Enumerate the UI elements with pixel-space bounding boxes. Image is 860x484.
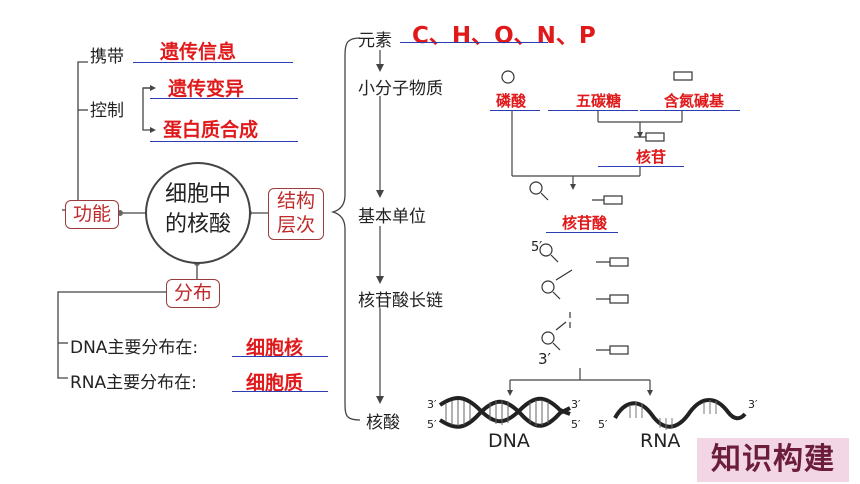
carry-underline <box>133 62 293 63</box>
rna-strand-icon <box>613 398 747 430</box>
distribution-box: 分布 <box>166 279 220 308</box>
dna-label: DNA <box>488 430 530 452</box>
rna-distribution-answer: 细胞质 <box>246 372 304 394</box>
chain-five-prime: 5′ <box>531 240 543 255</box>
rna-label: RNA <box>640 430 681 452</box>
nucleotide-underline <box>546 232 618 233</box>
knowledge-badge: 知识构建 <box>697 438 849 482</box>
center-line-1: 细胞中 <box>164 182 231 207</box>
center-line-2: 的核酸 <box>164 212 231 237</box>
control-answer-2: 蛋白质合成 <box>163 119 259 141</box>
dna-helix-icon <box>438 396 571 429</box>
structure-line-1: 结构 <box>276 190 315 212</box>
dna-distribution-underline <box>232 356 328 357</box>
control-label: 控制 <box>90 101 124 121</box>
elements-underline <box>400 42 548 43</box>
nucleoside-label: 核苷 <box>636 148 667 166</box>
dna-right-three-prime: 3′ <box>571 398 581 411</box>
level-chain: 核苷酸长链 <box>358 291 443 311</box>
base-label: 含氮碱基 <box>664 92 725 110</box>
dna-left-five-prime: 5′ <box>427 418 437 431</box>
chain-three-prime: 3′ <box>538 350 551 368</box>
rna-five-prime: 5′ <box>598 418 608 431</box>
carry-answer: 遗传信息 <box>160 41 237 63</box>
level-nucleic-acid: 核酸 <box>366 413 400 433</box>
control-underline-1 <box>150 98 298 99</box>
function-box: 功能 <box>65 200 119 229</box>
phosphate-underline <box>490 110 540 111</box>
nucleotide-label: 核苷酸 <box>562 214 608 232</box>
pentose-underline <box>548 110 638 111</box>
level-elements: 元素 <box>358 31 392 51</box>
rna-distribution-label: RNA主要分布在: <box>70 373 197 393</box>
base-underline <box>640 110 740 111</box>
elements-answer: C、H、O、N、P <box>412 23 596 49</box>
control-answer-1: 遗传变异 <box>168 78 245 100</box>
dna-left-three-prime: 3′ <box>427 398 437 411</box>
dna-distribution-answer: 细胞核 <box>246 337 304 359</box>
dna-right-five-prime: 5′ <box>571 418 581 431</box>
nucleoside-underline <box>598 166 684 167</box>
control-underline-2 <box>150 141 298 142</box>
structure-line-2: 层次 <box>276 214 315 236</box>
phosphate-label: 磷酸 <box>496 92 527 110</box>
rna-three-prime: 3′ <box>748 398 758 411</box>
center-circle: 细胞中 的核酸 <box>145 162 251 264</box>
level-basic-unit: 基本单位 <box>358 207 426 227</box>
carry-label: 携带 <box>90 47 124 67</box>
level-small-molecules: 小分子物质 <box>358 79 443 99</box>
structure-box: 结构 层次 <box>268 188 324 240</box>
pentose-label: 五碳糖 <box>576 92 622 110</box>
rna-distribution-underline <box>232 391 328 392</box>
dna-distribution-label: DNA主要分布在: <box>70 338 199 358</box>
